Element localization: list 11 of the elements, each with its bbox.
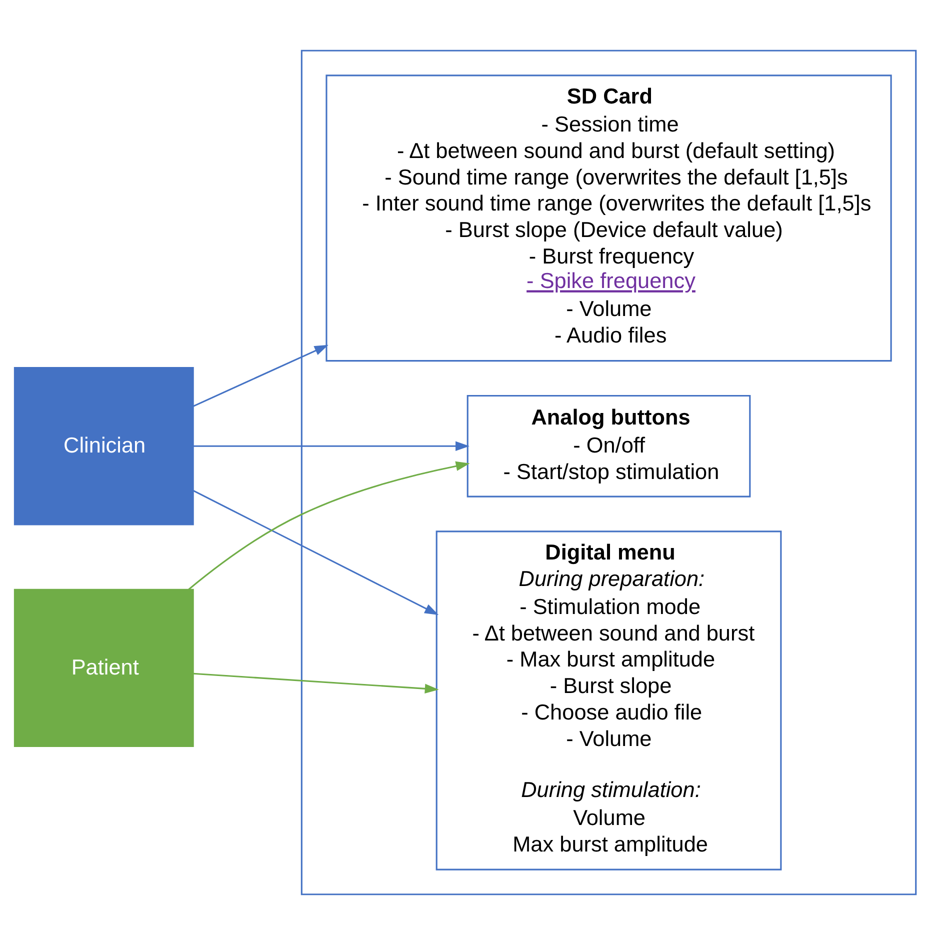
arrow — [193, 672, 439, 694]
arrow — [193, 490, 439, 616]
arrow — [188, 461, 470, 590]
node-box: Clinician — [14, 367, 194, 526]
arrow — [193, 441, 470, 452]
cluster — [300, 50, 917, 896]
node-box: Digital menu During preparation: - Stimulation mode - Δt between sound and burst - Max burst amplitude - Burst slope - Choose audio file - Volume During stimulation: Volume Max burst amplitude — [436, 530, 782, 870]
arrow — [193, 344, 328, 407]
node-box: Patient — [14, 588, 194, 748]
node-box: Analog buttons - On/off - Start/stop stimulation — [466, 394, 751, 498]
node-box: SD Card - Session time - Δt between sound and burst (default setting) - Sound time range (overwrites the default [1,5]s - Inter sound time range (overwrites the default [1,5]s - Burst slope (Device default value) - Burst frequency - Spike frequency - Volume - Audio files — [326, 74, 892, 362]
